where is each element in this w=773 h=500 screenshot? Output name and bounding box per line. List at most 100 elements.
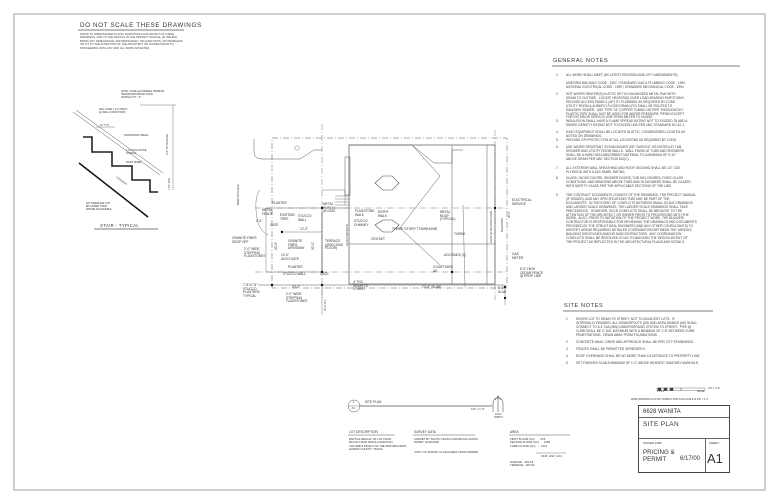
note-item: 2.HOT WATER HEATER(S) IN ATTIC SET IN GA… (556, 92, 741, 120)
site-plan-caption: SITE PLAN (365, 400, 382, 404)
scale-bar-marks: 1 2 4 8 (657, 391, 665, 393)
stair-note-rail: RAIL OVER 1 1/2 SHAFT @ WALL CONDITIONS (99, 108, 128, 114)
stair-note-riser: PAINT RISER (126, 161, 142, 164)
note-number: 5. (566, 361, 569, 365)
note-item: 6.USE WATER RESISTANT GYSUM BOARD (OR "D… (556, 145, 741, 162)
note-text: CONCRETE WALK, DRIVE AND APPROACH SHALL … (576, 340, 694, 344)
stair-note-firedoor: 3/8" FIREDOOR GYP BD UNDER STAIR WHERE A… (86, 202, 112, 211)
area-other: GARAGE - 481 SF TERRACE - 300 SF (510, 460, 535, 468)
dim-bottom-vertical: 20'-0" B.L. (324, 299, 327, 311)
stair-note-tread: HARDWOOD TREAD (124, 134, 149, 137)
label-townhome: THREE STORY TOWNHOME (392, 227, 438, 231)
label-electrical-service: ELECTRICAL SERVICE (512, 198, 532, 206)
label-front-setback: FRONT SETBACK (346, 224, 349, 246)
label-stucco-chimney: STUCCO CHIMNEY (354, 219, 369, 227)
label-cedar-fence: 6'-0" HIGH CEDAR FENCE @ PROP LINE (520, 267, 543, 279)
do-not-scale-text: PRIOR TO DIMENSIONED PLANS, ELEVATIONS A… (80, 33, 183, 50)
project-name: 6628 WANITA (643, 408, 681, 415)
sheet-border (13, 13, 766, 491)
label-cricket: CRICKET (371, 237, 385, 241)
note-number: 7. (556, 166, 559, 170)
note-text: FENCES SHALL BE PERMITTED SEPARATELY. (576, 347, 646, 351)
north-label: PLAN NORTH (494, 413, 503, 419)
sheet-label: SHEET (709, 441, 720, 445)
label-flagstone-walk: FLAGSTONE WALK (355, 209, 375, 217)
area-lines: FIRST FLOOR (AC) - 978 SECOND FLOOR (AC)… (510, 437, 550, 448)
label-gate-bottom: GATE (320, 272, 329, 276)
do-not-scale-title: DO NOT SCALE THESE DRAWINGS (80, 22, 202, 29)
sheet-number: A1 (707, 451, 723, 466)
note-item: 9. THE CONTRACT DOCUMENTS CONSIST OF THE … (556, 193, 741, 245)
note-item: 4.ROOF OVERHANG SHALL BE NO MORE THAN 1/… (566, 354, 751, 359)
dim-20-a: 20'-0" (311, 241, 315, 250)
survey-data-title: SURVEY DATA (414, 430, 436, 434)
stair-dim-riser: 7 3/4" MAX (168, 177, 171, 190)
note-number: 9. (556, 193, 559, 197)
label-pvc-drain: 4" PVC DRAIN TO STREET (353, 280, 369, 292)
label-metal-roof: METAL ROOF (TYPICAL) (440, 210, 456, 222)
callout-sheet: A1 (351, 406, 355, 410)
site-plan-drawing (253, 124, 508, 315)
note-item: 3. FENCES SHALL BE PERMITTED SEPARATELY. (566, 347, 751, 352)
note-number: 2. (566, 340, 569, 344)
note-number: 1. (556, 73, 559, 77)
note-text: THE CONTRACT DOCUMENTS CONSIST OF THE DR… (566, 193, 697, 244)
scale-bar (656, 387, 706, 391)
area-total: 3445 GSF (AC) (541, 454, 562, 458)
stair-note-nosing: 1 1/4" BULLNOSE NOSING (126, 149, 147, 155)
scale-bar-end: SCALE (697, 391, 705, 393)
label-granite-drop: GRANITE FINES DROP OFF (232, 236, 257, 244)
note-number: 5. (556, 138, 559, 142)
note-text: ROOF OVERHANG SHALL BE NO MORE THAN 1/3 … (576, 354, 701, 358)
issue-date: 6/17/00 (680, 456, 701, 462)
dim-12: 12'-0" (300, 227, 309, 231)
note-item: 5. PROVIDE GFI PROTECTION AT ALL LOCATION… (556, 138, 741, 143)
note-number: 1. (566, 317, 569, 321)
general-notes-title: GENERAL NOTES (553, 58, 609, 64)
entry-stairs (335, 195, 350, 209)
lot-description-title: LOT DESCRIPTION (349, 430, 378, 434)
note-text: ALL EXTERIOR WALL SHEATHING AND ROOF DEC… (566, 166, 681, 174)
label-stucco-plasters: 7'-8"x7'-8" STUCCO PLASTERS TYPICAL (243, 283, 260, 298)
sheet-title: SITE PLAN (643, 421, 679, 428)
note-text: INSULATION SHALL HAVE A FLAME SPREAD RAT… (566, 119, 688, 127)
label-terrace: TERRACE (@SECOND FLOOR) (325, 239, 343, 251)
label-turbo: TURBO (454, 232, 466, 236)
note-number: 3. (556, 119, 559, 123)
note-number: 2. (556, 92, 559, 96)
dim-right: 30'-0" (508, 211, 511, 218)
stair-note-headroom: NOTE: CODE ALLOWABLE MINIMUM HEADROOM AB… (121, 90, 165, 99)
label-stepping-left: 2'-0" WIDE STEPPING FLAGSTONES (244, 247, 266, 259)
label-gas-meter: GAS METER (512, 252, 524, 260)
note-number: 4. (556, 130, 559, 134)
label-existing-tree: EXISTING TREE (280, 213, 295, 221)
note-text: PROVIDE GFI PROTECTION AT ALL LOCATIONS … (566, 138, 677, 142)
label-metal-porch-gate: METAL PORCH @ GATE (323, 202, 336, 214)
dim-20-b: 20'-0" (274, 241, 278, 250)
note-text: SET FINISHED SLAB A MINIMUM OF 1'-0" ABO… (576, 361, 699, 365)
note-number: 3. (566, 347, 569, 351)
label-gate-left: GATE (270, 223, 279, 227)
property-line (271, 137, 508, 289)
note-number: 8. (556, 176, 559, 180)
dim-rear: 5'-0" SLAB (498, 286, 507, 294)
label-courtyard: COURTYARD AD (433, 265, 453, 273)
label-planter-top: PLANTER (272, 201, 287, 205)
stair-dim-handrail: 3'-0" TO HANDRAIL (166, 133, 169, 155)
scale-bar-ratio: 1/8" = 1'-0" (708, 387, 721, 390)
survey-copy-note: COPY OF SURVEY IS AVAILABLE FROM OWNER (414, 450, 478, 454)
label-stepping-bottom: 2'-0" WIDE STEPPING FLAGSTONES (286, 292, 308, 304)
note-item: 8.GLASS / WOOD DOORS, SHOWER DOORS, TUB … (556, 176, 741, 189)
north-arrow-icon (492, 395, 504, 412)
lot-description-text: PARTIAL REPLAT OF LOT FOUR BLOCK FOUR MI… (349, 437, 407, 451)
label-stucco-wall-bottom: STUCCO WALL (283, 272, 306, 276)
note-text: ALL WORK SHALL MEET (W/ LATEST REVISION … (566, 73, 685, 89)
note-item: 3. INSULATION SHALL HAVE A FLAME SPREAD R… (556, 119, 741, 128)
callout-number: 1 (352, 400, 355, 404)
note-item: 1. ALL WORK SHALL MEET (W/ LATEST REVISIO… (556, 73, 741, 90)
dimension-dots (270, 206, 507, 300)
dim-slab: 70'-0" (SLAB) (422, 285, 442, 289)
stair-note-tread-depth: 11" TYP (100, 124, 109, 127)
issued-for-label: ISSUED FOR: (643, 441, 663, 445)
